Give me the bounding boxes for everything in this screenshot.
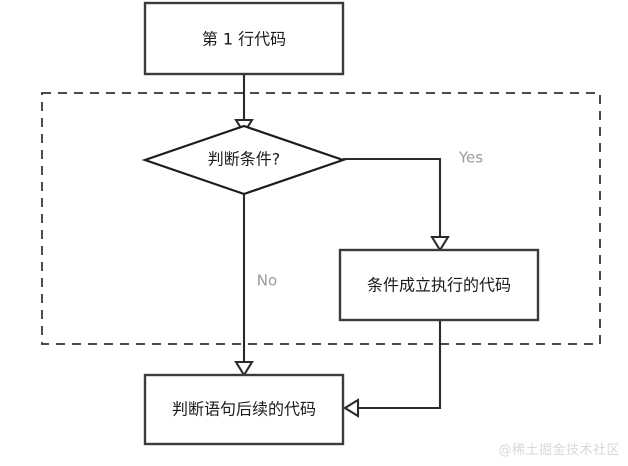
connector-condition-yes: [343, 157, 442, 237]
edge-label-yes: Yes: [458, 149, 483, 167]
node-first-line-label: 第 1 行代码: [202, 30, 286, 49]
node-true-branch-label: 条件成立执行的代码: [367, 276, 511, 295]
node-first-line-box: [143, 1, 345, 76]
node-condition-diamond: [141, 124, 347, 196]
connector-true-to-after: [358, 320, 442, 410]
node-condition-decision[interactable]: 判断条件?: [141, 124, 347, 196]
node-true-branch-box: [338, 248, 540, 322]
arrowhead-into-after-branch-top: [234, 360, 254, 378]
node-after-branch-box: [143, 373, 345, 446]
node-first-line[interactable]: 第 1 行代码: [143, 1, 345, 76]
watermark: @稀土掘金技术社区: [498, 443, 620, 458]
if-block-dashed-group: [41, 92, 601, 345]
node-condition-label: 判断条件?: [208, 150, 281, 169]
node-after-branch-label: 判断语句后续的代码: [172, 400, 316, 419]
node-true-branch[interactable]: 条件成立执行的代码: [338, 248, 540, 322]
arrowhead-into-true-branch: [430, 235, 450, 253]
node-after-branch[interactable]: 判断语句后续的代码: [143, 373, 345, 446]
edge-label-no: No: [257, 272, 277, 290]
arrowhead-into-after-branch-right: [342, 398, 360, 418]
